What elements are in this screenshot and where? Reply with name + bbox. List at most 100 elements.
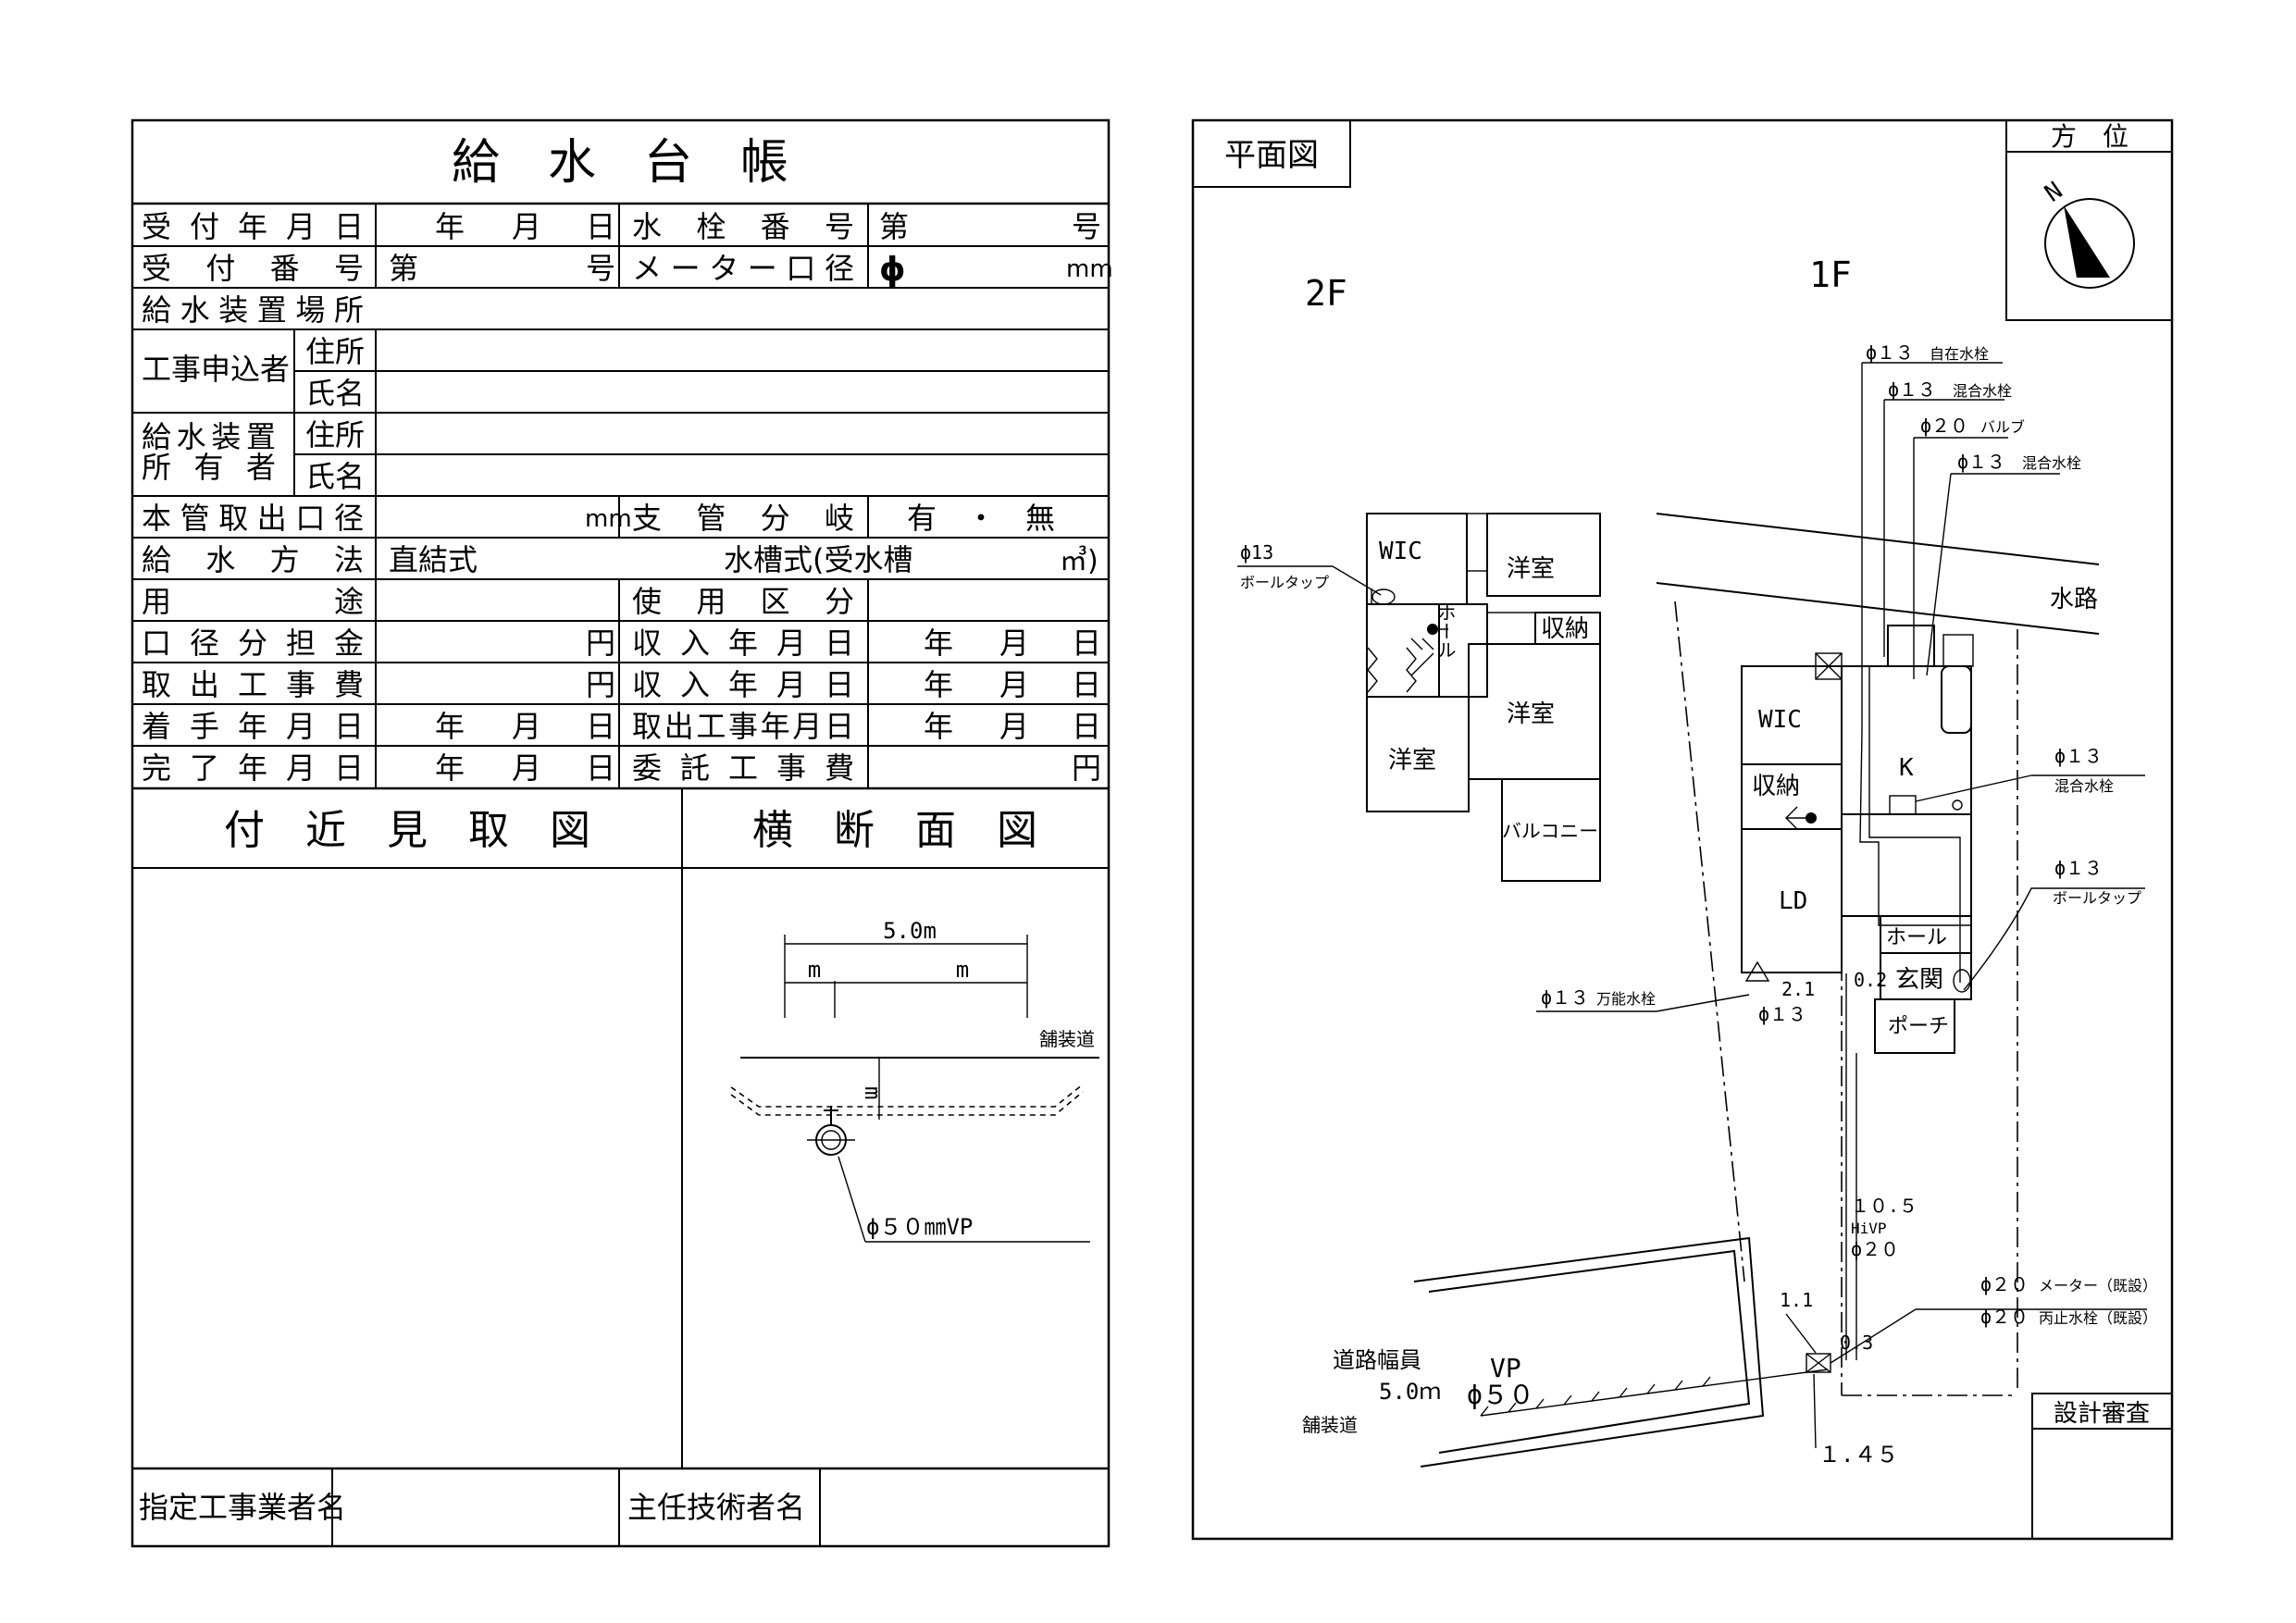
label-takeout-fee: 取出工事費 [142,667,364,702]
main-dia-unit: mm [585,505,632,533]
label-ball: ボールタップ [2053,889,2141,907]
cross-road-label: 舗装道 [1039,1028,1095,1050]
label-owner-2: 所 有 者 [142,450,276,485]
meter-dia-phi: ϕ [879,251,906,289]
uketsuke-year: 年 [435,209,465,244]
label-hydrant-no: 水栓番号 [632,209,854,244]
label-contractor: 指定工事業者名 [139,1490,346,1525]
label-applicant: 工事申込者 [142,352,290,387]
takeout-month: 月 [999,709,1029,744]
meter-dia-unit: mm [1066,255,1113,283]
room-1f-ld: LD [1779,887,1807,915]
label-meter: メーター（既設） [2039,1277,2157,1295]
cross-m1-label: m [808,957,821,983]
label-l2-dia: ϕ１３ [1888,378,1936,401]
uketsuke-no-dai: 第 [389,251,418,286]
service-pipe-1f [1859,666,1972,981]
room-1f-wic: WIC [1758,706,1802,734]
uketsuke-month: 月 [512,209,541,244]
applicant-name-label: 氏名 [305,376,365,411]
room-2f-balcony: バルコニー [1502,820,1598,842]
uketsuke-no-go: 号 [586,251,615,286]
cross-width-label: 5.0m [883,918,937,944]
compass-icon [2044,198,2135,289]
label-d11: 1.1 [1780,1289,1813,1311]
label-l3-dia: ϕ２０ [1920,415,1968,437]
label-main-dia: 本管取出口径 [142,501,364,536]
label-road-width-value: 5.0ｍ [1379,1379,1441,1405]
label-place: 給水装置場所 [142,292,364,328]
label-dia-fee: 口径分担金 [142,626,364,661]
room-1f-shuno: 収納 [1752,773,1800,800]
cross-pipe-label: ϕ５０㎜VP [866,1214,973,1240]
ledger-title: 給 水 台 帳 [452,135,788,191]
label-takeout-date: 取出工事年月日 [632,709,854,744]
room-2f-wic: WIC [1379,538,1422,565]
label-receipt-2: 収入年月日 [632,667,854,702]
label-start-date: 着手年月日 [142,709,364,744]
takeout-year: 年 [924,709,953,744]
road-area [1413,1236,1829,1468]
takeout-fee-unit: 円 [586,667,615,702]
label-commission-fee: 委託工事費 [632,750,854,786]
label-waterway: 水路 [2050,586,2098,613]
receipt2-year: 年 [924,667,953,702]
receipt1-day: 日 [1072,626,1101,661]
label-2f-balltap-dia: ϕ13 [1240,541,1273,564]
label-receipt-1: 収入年月日 [632,626,854,661]
applicant-address-label: 住所 [305,334,365,369]
label-hivp-dia: ϕ２０ [1851,1238,1899,1260]
label-uketsuke-date: 受付年月日 [142,209,364,244]
label-meter-dia: ϕ２０ [1980,1273,2029,1295]
label-uketsuke-no: 受付番号 [142,251,364,286]
plan-title: 平面図 [1224,137,1319,174]
label-engineer: 主任技術者名 [627,1490,805,1525]
label-l1: 自在水栓 [1930,345,1989,363]
label-mix-dia: ϕ１３ [2054,745,2103,767]
label-l2: 混合水栓 [1953,382,2012,400]
label-d03: 0.3 [1840,1332,1873,1354]
receipt1-year: 年 [924,626,953,661]
label-use: 用途 [142,584,364,619]
label-road-width: 道路幅員 [1333,1347,1421,1373]
floor-plan-2f: WIC 洋室 ホール 収納 洋室 洋室 バルコニー ϕ13 ボールタップ [1237,513,1601,882]
label-ball-dia: ϕ１３ [2054,857,2103,879]
label-l4-dia: ϕ１３ [1957,451,2005,473]
takeout-day: 日 [1072,709,1101,744]
label-method: 給水方法 [142,542,364,577]
finish-year: 年 [435,750,465,786]
label-d02: 0.2 [1854,969,1887,991]
room-2f-yoshitsu-2: 洋室 [1507,700,1555,728]
label-banno: 万能水栓 [1596,990,1656,1008]
floor-2f-label: 2F [1305,273,1347,314]
label-vp: VP [1490,1353,1521,1383]
label-hivp-len: １０.５ [1851,1195,1917,1217]
branch-value: 有 ・ 無 [907,501,1055,536]
label-use-cat: 使用区分 [632,584,854,619]
label-l4: 混合水栓 [2022,454,2081,472]
north-label: N [2040,177,2067,208]
uketsuke-day: 日 [586,209,615,244]
design-review-label: 設計審査 [2054,1400,2150,1428]
label-stop-dia: ϕ２０ [1980,1306,2029,1328]
label-mix: 混合水栓 [2054,777,2114,795]
room-2f-shuno: 収納 [1541,615,1589,643]
finish-day: 日 [586,750,615,786]
dia-fee-unit: 円 [586,626,615,661]
label-hivp: HiVP [1851,1220,1887,1237]
label-paved-road: 舗装道 [1302,1414,1358,1436]
method-unit: ㎥) [1060,545,1098,577]
label-l3: バルブ [1980,418,2025,436]
label-meter-dia: メーター口径 [632,251,854,286]
floor-1f-label: 1F [1809,254,1852,295]
room-1f-hall: ホール [1886,926,1947,949]
room-1f-k: K [1899,754,1914,782]
label-l1-dia: ϕ１３ [1866,341,1914,364]
cross-m2-label: m [956,957,969,983]
water-supply-ledger: 給 水 台 帳 受付年月日 年 月 日 水栓番号 第 号 受付番号 第 号 メー… [130,118,1113,1548]
method-tank: 水槽式(受水槽 [724,542,913,577]
plan-drawing: 平面図 方 位 N 2F 1F WIC 洋室 [1191,118,2174,1541]
room-1f-porch: ポーチ [1888,1015,1949,1038]
room-1f-genkan: 玄関 [1895,966,1943,994]
